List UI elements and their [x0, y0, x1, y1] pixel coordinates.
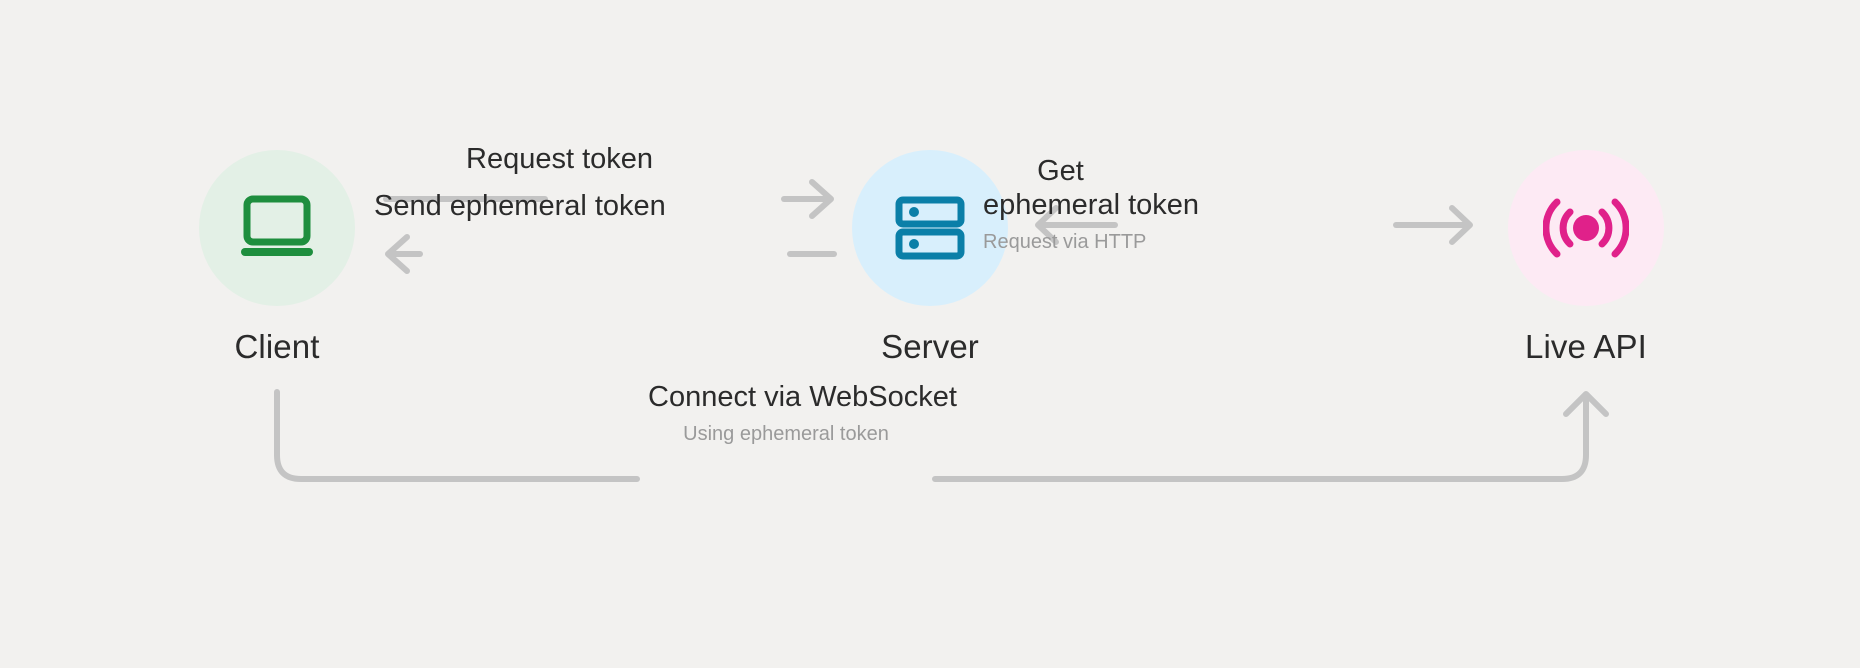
edge-get-token-arrowhead-right [1449, 205, 1473, 245]
node-client[interactable]: Client [167, 150, 387, 366]
node-live-api[interactable]: Live API [1476, 150, 1696, 366]
edge-websocket-path-left [274, 389, 640, 482]
edge-get-token-arrowhead-left [1035, 205, 1059, 245]
node-live-api-label: Live API [1525, 328, 1647, 365]
edge-label-request-token: Request token [466, 143, 653, 177]
edge-request-token-arrowhead [809, 179, 834, 219]
node-live-api-circle [1508, 150, 1664, 306]
edge-label-get-ephemeral-token-line1: Get [1037, 155, 1084, 187]
edge-label-connect-websocket-text: Connect via WebSocket [648, 381, 957, 413]
laptop-icon [241, 195, 313, 256]
edge-label-request-token-text: Request token [466, 143, 654, 175]
edge-label-connect-websocket: Connect via WebSocket Using ephemeral to… [648, 381, 957, 446]
edge-send-token-arrowhead [385, 234, 410, 274]
edge-sublabel-using-ephemeral-token: Using ephemeral token [683, 422, 889, 445]
edge-sublabel-request-via-http: Request via HTTP [983, 230, 1147, 253]
node-server-label: Server [881, 328, 979, 365]
edge-label-send-ephemeral-token-text: Send ephemeral token [374, 190, 666, 222]
edge-label-get-ephemeral-token: Get ephemeral token Request via HTTP [983, 155, 1200, 254]
node-server-circle [852, 150, 1008, 306]
edge-websocket-arrowhead [1563, 391, 1609, 417]
edge-websocket-path-right [932, 395, 1589, 482]
node-server[interactable]: Server [820, 150, 1040, 366]
edge-label-send-ephemeral-token: Send ephemeral token [374, 190, 666, 224]
broadcast-signal-icon [1543, 198, 1629, 258]
node-client-label: Client [234, 328, 320, 365]
server-rack-icon [895, 196, 965, 260]
edge-label-get-ephemeral-token-line2: ephemeral token [983, 188, 1200, 221]
node-client-circle [199, 150, 355, 306]
